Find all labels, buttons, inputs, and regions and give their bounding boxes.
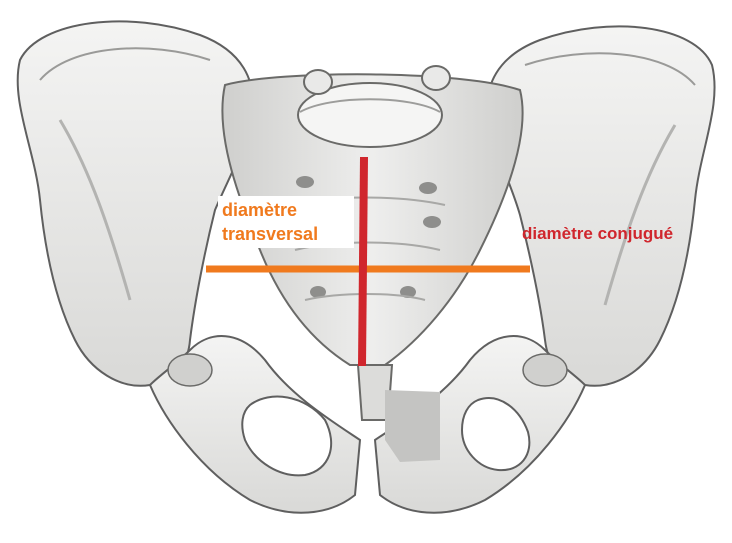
transversal-label-line-1: diamètre bbox=[222, 198, 350, 222]
conjugate-diameter-line bbox=[362, 157, 364, 366]
pubic-symphysis bbox=[385, 390, 440, 462]
right-ilium bbox=[487, 26, 714, 385]
transversal-diameter-label: diamètre transversal bbox=[218, 196, 354, 248]
conjugate-diameter-label: diamètre conjugué bbox=[518, 220, 677, 248]
conjugate-label-text: diamètre conjugué bbox=[522, 222, 673, 246]
transversal-label-line-2: transversal bbox=[222, 222, 350, 246]
